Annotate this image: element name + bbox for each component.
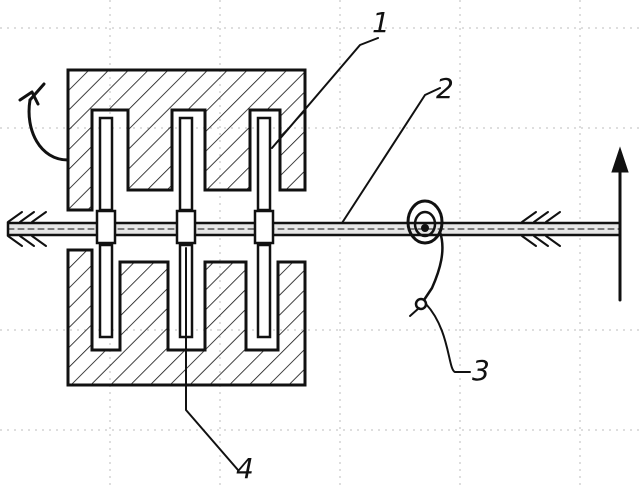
vane-1-lower (98, 243, 114, 339)
rotation-arrow-icon (18, 82, 70, 162)
vane-3-lower (256, 243, 272, 339)
label-part-3: 3 (472, 354, 490, 387)
bearing-right (521, 211, 561, 247)
label-part-4: 4 (236, 452, 254, 485)
hub-1 (95, 209, 117, 245)
spiral-coil (406, 199, 444, 317)
vane-1-upper (98, 116, 114, 212)
vanes (98, 116, 272, 339)
vane-3-upper (256, 116, 272, 212)
leader-2 (341, 87, 441, 224)
upper-housing (66, 68, 307, 212)
hub-2 (175, 209, 197, 245)
direction-arrow-icon (611, 146, 629, 302)
leader-4 (185, 247, 239, 471)
leader-1 (271, 37, 379, 149)
label-part-2: 2 (436, 72, 454, 105)
leader-lines (185, 37, 471, 471)
label-part-1: 1 (372, 6, 390, 39)
leader-3 (425, 303, 471, 373)
hubs (95, 209, 275, 245)
part-labels: 1 2 3 4 (236, 6, 490, 485)
lower-housing (66, 248, 307, 387)
bearing-left (7, 211, 47, 247)
vane-2-upper (178, 116, 194, 212)
hub-3 (253, 209, 275, 245)
